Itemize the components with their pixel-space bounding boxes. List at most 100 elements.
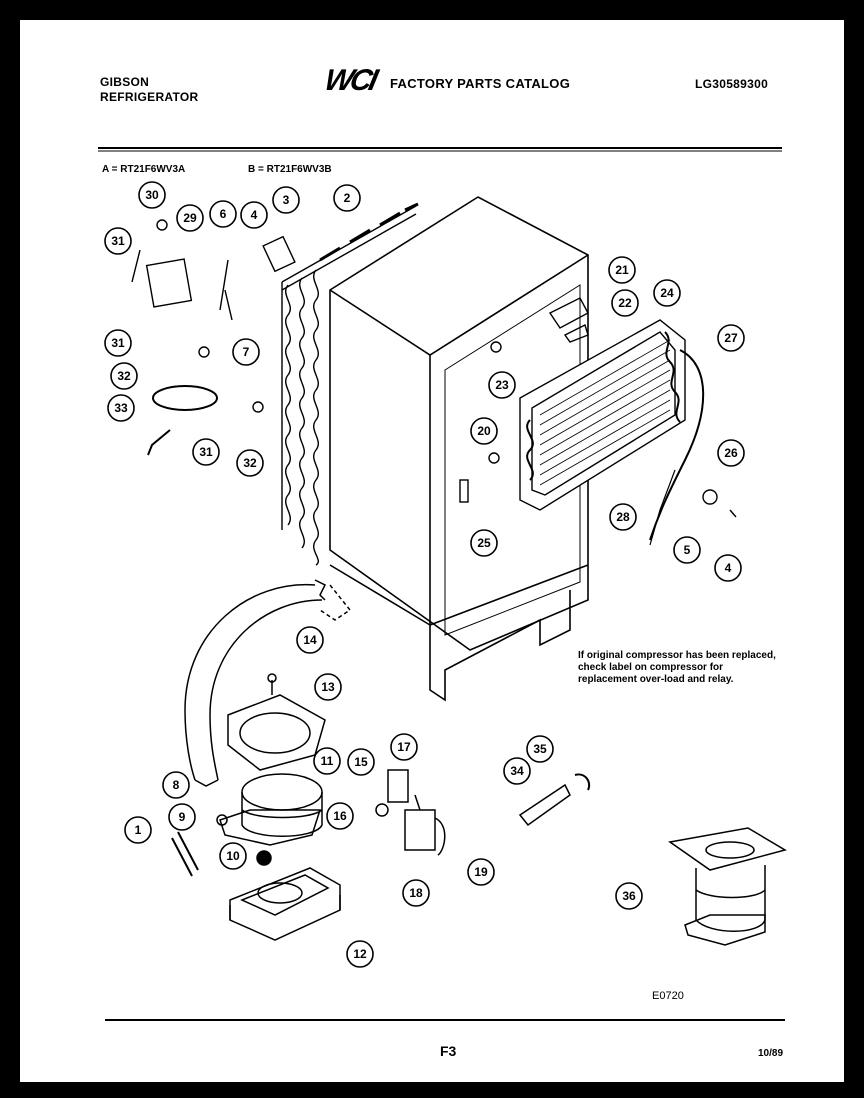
condenser-coil-drawing	[281, 202, 419, 566]
callout-27: 27	[717, 324, 745, 352]
callout-bubble	[402, 879, 430, 907]
callout-23: 23	[488, 371, 516, 399]
callout-bubble	[608, 256, 636, 284]
callout-1: 1	[124, 816, 152, 844]
page-number: F3	[440, 1043, 457, 1059]
catalog-title: FACTORY PARTS CATALOG	[390, 76, 571, 91]
callout-22: 22	[611, 289, 639, 317]
callout-bubble	[503, 757, 531, 785]
callout-30: 30	[138, 181, 166, 209]
callout-8: 8	[162, 771, 190, 799]
callout-bubble	[673, 536, 701, 564]
callout-32: 32	[110, 362, 138, 390]
callout-31: 31	[104, 227, 132, 255]
callout-number: 14	[303, 633, 317, 647]
callout-number: 5	[684, 543, 691, 557]
callout-number: 24	[660, 286, 674, 300]
catalog-number: LG30589300	[695, 77, 769, 91]
callout-19: 19	[467, 858, 495, 886]
exploded-view-drawing: 3029643231317323331322122242723202528265…	[98, 147, 787, 1021]
callout-2: 2	[333, 184, 361, 212]
callout-32: 32	[236, 449, 264, 477]
callout-bubble	[470, 417, 498, 445]
callout-12: 12	[346, 940, 374, 968]
callout-10: 10	[219, 842, 247, 870]
callout-number: 13	[321, 680, 335, 694]
callout-5: 5	[673, 536, 701, 564]
callout-number: 2	[344, 191, 351, 205]
relay-overload-drawing	[375, 769, 591, 856]
callout-number: 16	[333, 809, 347, 823]
callout-number: 21	[615, 263, 629, 277]
callout-number: 10	[226, 849, 240, 863]
callout-bubble	[176, 204, 204, 232]
callout-bubble	[272, 186, 300, 214]
brand-name: GIBSON	[100, 75, 150, 89]
callout-28: 28	[609, 503, 637, 531]
callout-number: 4	[251, 208, 258, 222]
callout-number: 32	[243, 456, 257, 470]
callout-31: 31	[104, 329, 132, 357]
callout-24: 24	[653, 279, 681, 307]
callout-bubble	[526, 735, 554, 763]
callout-bubble	[653, 279, 681, 307]
callout-bubble	[717, 324, 745, 352]
callout-7: 7	[232, 338, 260, 366]
brand-block: GIBSON REFRIGERATOR	[100, 75, 199, 105]
callout-bubble	[296, 626, 324, 654]
callout-number: 18	[409, 886, 423, 900]
model-a-label: A = RT21F6WV3A	[102, 164, 186, 175]
callout-number: 11	[321, 754, 334, 768]
callout-bubble	[209, 200, 237, 228]
callout-number: 31	[111, 336, 125, 350]
callout-number: 30	[145, 188, 159, 202]
callout-number: 29	[183, 211, 197, 225]
replacement-compressor-drawing	[668, 827, 787, 946]
callout-number: 19	[474, 865, 488, 879]
callout-number: 25	[477, 536, 491, 550]
callout-number: 33	[114, 401, 128, 415]
callout-number: 35	[533, 742, 547, 756]
evaporator-drawing	[519, 319, 705, 546]
callout-number: 4	[725, 561, 732, 575]
model-b-label: B = RT21F6WV3B	[248, 164, 332, 175]
callout-16: 16	[326, 802, 354, 830]
callout-3: 3	[272, 186, 300, 214]
callout-number: 17	[397, 740, 411, 754]
callout-number: 36	[622, 889, 636, 903]
callout-26: 26	[717, 439, 745, 467]
callout-bubble	[609, 503, 637, 531]
callout-number: 1	[135, 823, 142, 837]
revision-date: 10/89	[758, 1048, 784, 1059]
callout-bubble	[314, 673, 342, 701]
callout-bubble	[104, 329, 132, 357]
diagram-code: E0720	[652, 990, 684, 1002]
callout-29: 29	[176, 204, 204, 232]
callout-11: 11	[313, 747, 341, 775]
callout-bubble	[714, 554, 742, 582]
drain-hose-drawing	[184, 579, 352, 787]
callout-20: 20	[470, 417, 498, 445]
callout-bubble	[138, 181, 166, 209]
callout-bubble	[470, 529, 498, 557]
callout-bubble	[313, 747, 341, 775]
callout-number: 28	[616, 510, 630, 524]
callout-35: 35	[526, 735, 554, 763]
callout-13: 13	[314, 673, 342, 701]
callout-bubble	[236, 449, 264, 477]
callout-4: 4	[714, 554, 742, 582]
callout-4: 4	[240, 201, 268, 229]
cabinet-drawing	[329, 196, 589, 702]
callout-bubble	[110, 362, 138, 390]
callout-bubble	[104, 227, 132, 255]
callout-bubble	[162, 771, 190, 799]
callout-bubble	[615, 882, 643, 910]
callout-33: 33	[107, 394, 135, 422]
callout-14: 14	[296, 626, 324, 654]
callout-bubble	[611, 289, 639, 317]
callout-15: 15	[347, 748, 375, 776]
callout-number: 7	[243, 345, 250, 359]
callout-bubble	[333, 184, 361, 212]
compressor-note: If original compressor has been replaced…	[578, 650, 776, 685]
